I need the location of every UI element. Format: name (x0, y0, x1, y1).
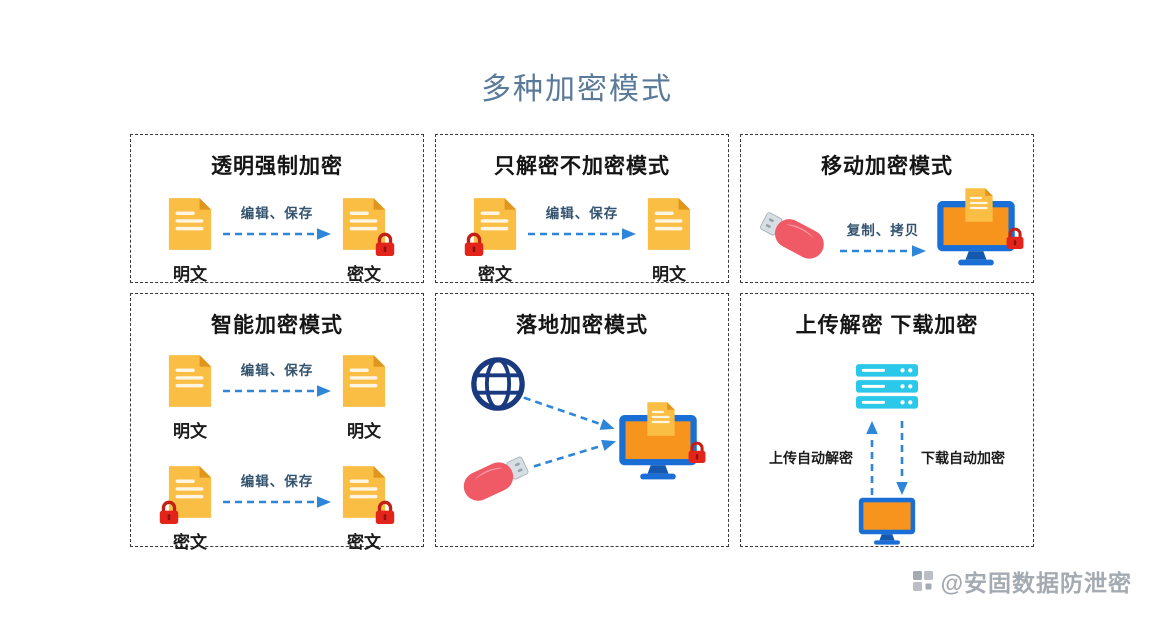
document-label: 明文 (347, 422, 381, 441)
process-arrow: 编辑、保存 (221, 353, 333, 442)
panel-title: 上传解密 下载加密 (795, 314, 979, 337)
document-label: 明文 (173, 422, 207, 441)
document-label: 明文 (652, 265, 686, 284)
plaintext-document: 明文 (167, 353, 213, 442)
usb-drive-icon (756, 205, 831, 264)
document-label: 密文 (347, 265, 381, 284)
server-icon (855, 363, 919, 410)
arrow-label: 编辑、保存 (240, 363, 314, 378)
plaintext-document: 明文 (341, 353, 387, 442)
plaintext-document: 明文 (646, 196, 692, 285)
arrow-pair (865, 419, 909, 497)
encrypted-computer (936, 200, 1018, 270)
document-icon (167, 196, 213, 252)
watermark-text: @安固数据防泄密 (940, 570, 1132, 596)
watermark: @安固数据防泄密 (911, 564, 1132, 598)
panels-grid: 透明强制加密 明文 编辑、保存 密文 (130, 134, 1034, 552)
document-icon (341, 353, 387, 409)
process-arrow: 编辑、保存 (221, 196, 333, 241)
dashed-arrow-icon (528, 228, 636, 240)
ciphertext-flow-row: 密文 编辑、保存 密文 (131, 464, 423, 553)
document (341, 353, 387, 409)
plaintext-flow-row: 明文 编辑、保存 明文 (131, 353, 423, 442)
monitor-icon (858, 497, 916, 546)
panel-landing-encryption-mode: 落地加密模式 (435, 293, 729, 547)
download-arrow-icon (896, 420, 908, 495)
arrow-label: 编辑、保存 (240, 474, 314, 489)
lock-icon (1004, 226, 1026, 250)
process-arrow: 编辑、保存 (221, 464, 333, 553)
lock-icon (686, 440, 708, 464)
dashed-arrow-icon (223, 385, 331, 397)
panel-mobile-encryption-mode: 移动加密模式 复制、拷贝 (740, 134, 1034, 283)
document-icon (646, 196, 692, 252)
document (341, 464, 387, 520)
ciphertext-document: 密文 (472, 196, 518, 285)
arrow-label: 复制、拷贝 (846, 222, 920, 238)
watermark-logo-icon (912, 571, 933, 591)
arrow-label: 编辑、保存 (240, 206, 314, 221)
flow-diagram: 密文 编辑、保存 明文 (436, 180, 728, 285)
usb-drive-icon (458, 450, 533, 507)
transfer-arrows: 上传自动解密 下载自动加密 (741, 418, 1033, 498)
flow-diagram: 复制、拷贝 (741, 180, 1033, 282)
document (472, 196, 518, 252)
panel-title: 落地加密模式 (516, 314, 648, 337)
document-label: 明文 (173, 265, 207, 284)
dashed-arrow-icon (840, 244, 926, 257)
document (167, 353, 213, 409)
document (167, 464, 213, 520)
arrow-label: 编辑、保存 (545, 206, 619, 221)
panel-title: 只解密不加密模式 (494, 155, 670, 178)
upload-arrow-icon (866, 420, 878, 495)
usb-drive (756, 209, 830, 261)
panel-smart-encryption-mode: 智能加密模式 明文 编辑、保存 明文 (130, 293, 424, 552)
lock-icon (373, 499, 397, 525)
document (167, 196, 213, 252)
lock-icon (373, 231, 397, 257)
encrypted-computer (618, 414, 700, 484)
lock-icon (462, 231, 486, 257)
download-label: 下载自动加密 (921, 449, 1005, 466)
document-label: 密文 (347, 533, 381, 552)
panel-title: 透明强制加密 (211, 155, 343, 178)
document-icon (646, 401, 676, 437)
flow-diagram: 明文 编辑、保存 密文 (131, 180, 423, 285)
page-title: 多种加密模式 (481, 73, 673, 106)
process-arrow: 复制、拷贝 (838, 213, 928, 258)
plaintext-document: 明文 (167, 196, 213, 285)
dashed-arrow-icon (223, 496, 331, 508)
dashed-arrow-icon (523, 396, 615, 430)
lock-icon (157, 499, 181, 525)
dashed-arrow-icon (223, 228, 331, 240)
panel-title: 移动加密模式 (821, 155, 953, 178)
document-icon (167, 353, 213, 409)
upload-label: 上传自动解密 (769, 449, 853, 466)
dashed-arrow-icon (533, 439, 617, 468)
panel-transparent-force-encryption: 透明强制加密 明文 编辑、保存 密文 (130, 134, 424, 285)
document-icon (964, 187, 994, 223)
ciphertext-document: 密文 (341, 464, 387, 553)
ciphertext-document: 密文 (167, 464, 213, 553)
globe-icon (470, 356, 526, 412)
usb-drive (458, 452, 532, 504)
panel-decrypt-only-mode: 只解密不加密模式 密文 编辑、保存 明文 (435, 134, 729, 285)
process-arrow: 编辑、保存 (526, 196, 638, 241)
document-label: 密文 (173, 533, 207, 552)
ciphertext-document: 密文 (341, 196, 387, 285)
document (646, 196, 692, 252)
panel-upload-decrypt-download-encrypt: 上传解密 下载加密 上传自动解密 下载自动加密 (740, 293, 1034, 547)
panel-title: 智能加密模式 (211, 314, 343, 337)
document (341, 196, 387, 252)
document-label: 密文 (478, 265, 512, 284)
